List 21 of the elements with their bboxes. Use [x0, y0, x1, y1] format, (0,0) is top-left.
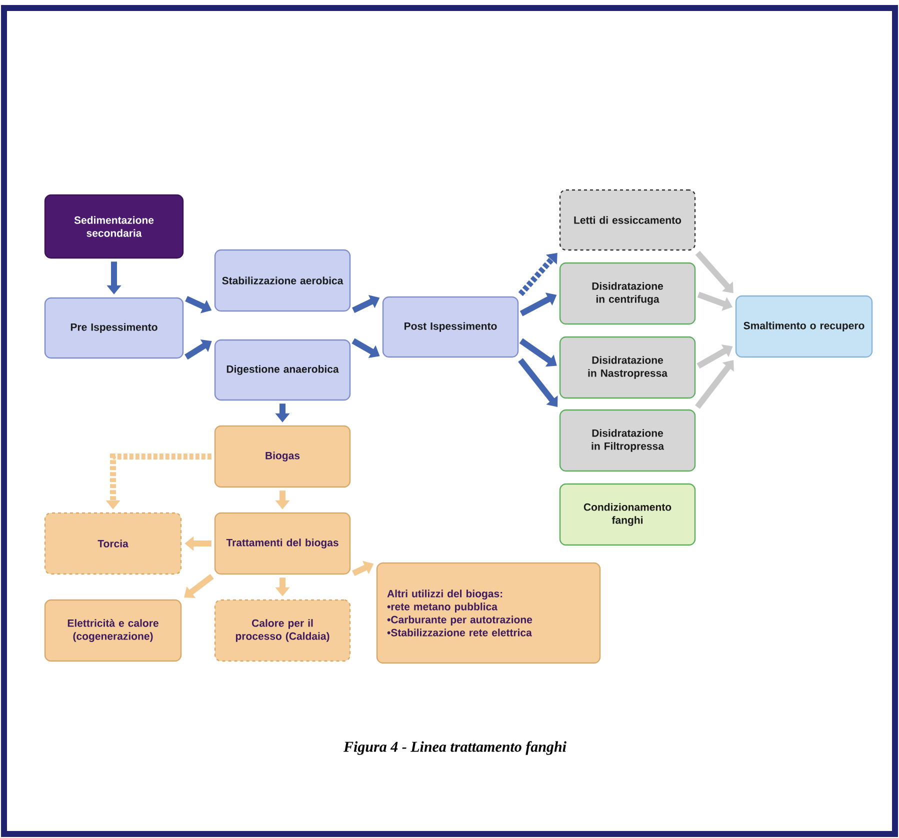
process-box: Disidratazione in Filtropressa [559, 409, 696, 472]
process-box: Smaltimento o recupero [735, 295, 873, 358]
arrow [695, 360, 734, 409]
process-box: Trattamenti del biogas [214, 512, 351, 575]
process-box: Biogas [214, 425, 351, 488]
arrow [518, 358, 558, 407]
arrow [184, 574, 214, 598]
process-box: Letti di essiccamento [559, 189, 696, 251]
sediment-box: Sedimentazione secondaria [44, 194, 184, 259]
process-box: Digestione anaerobica [214, 339, 351, 401]
process-box: Torcia [44, 512, 182, 575]
process-box: Pre Ispessimento [44, 297, 184, 359]
process-box: Calore per il processo (Caldaia) [214, 599, 351, 662]
process-box: Elettricità e calore (cogenerazione) [44, 599, 182, 662]
note-box: Altri utilizzi del biogas: •rete metano pubblica •Carburante per autotrazione •Stabilizzazione rete elettrica [376, 562, 601, 664]
caption: Figura 4 - Linea trattamento fanghi [344, 741, 566, 755]
process-box: Stabilizzazione aerobica [214, 249, 351, 312]
process-box: Condizionamento fanghi [559, 483, 696, 546]
process-box: Disidratazione in Nastropressa [559, 336, 696, 399]
process-box: Post Ispessimento [382, 296, 519, 358]
process-box: Disidratazione in centrifuga [559, 262, 696, 325]
